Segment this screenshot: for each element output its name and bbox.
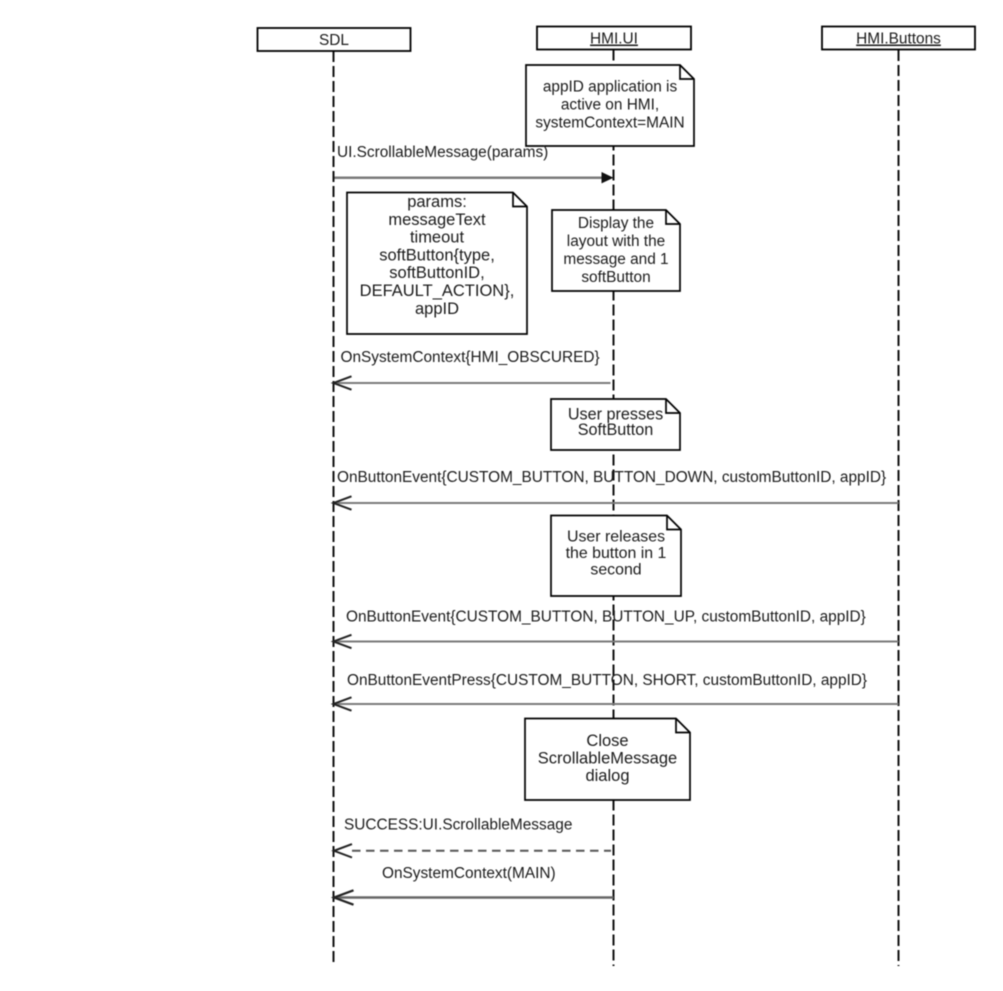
svg-text:softButtonID,: softButtonID, — [389, 264, 484, 282]
svg-text:layout with the: layout with the — [567, 233, 665, 250]
svg-text:active on HMI,: active on HMI, — [561, 97, 659, 114]
svg-text:params:: params: — [407, 193, 467, 211]
svg-text:ScrollableMessage: ScrollableMessage — [538, 750, 677, 768]
svg-text:SoftButton: SoftButton — [578, 421, 654, 439]
svg-text:OnButtonEvent{CUSTOM_BUTTON, B: OnButtonEvent{CUSTOM_BUTTON, BUTTON_UP, … — [346, 608, 866, 625]
svg-text:Close: Close — [586, 732, 628, 750]
svg-text:Display the: Display the — [578, 215, 654, 232]
svg-text:dialog: dialog — [585, 767, 629, 785]
svg-text:softButton{type,: softButton{type, — [379, 246, 495, 264]
svg-text:softButton: softButton — [581, 269, 650, 286]
svg-text:User presses: User presses — [568, 406, 663, 424]
svg-text:UI.ScrollableMessage(params): UI.ScrollableMessage(params) — [337, 144, 548, 161]
svg-text:appID application is: appID application is — [543, 79, 678, 96]
svg-text:appID: appID — [415, 300, 459, 318]
svg-text:DEFAULT_ACTION},: DEFAULT_ACTION}, — [360, 282, 515, 300]
svg-text:OnSystemContext{HMI_OBSCURED}: OnSystemContext{HMI_OBSCURED} — [341, 349, 600, 366]
svg-text:second: second — [590, 562, 641, 579]
svg-text:timeout: timeout — [410, 229, 465, 247]
svg-text:OnSystemContext(MAIN): OnSystemContext(MAIN) — [382, 865, 556, 882]
svg-text:messageText: messageText — [388, 211, 486, 229]
svg-text:User releases: User releases — [567, 529, 665, 546]
svg-text:SDL: SDL — [319, 32, 349, 49]
svg-text:OnButtonEventPress{CUSTOM_BUTT: OnButtonEventPress{CUSTOM_BUTTON, SHORT,… — [347, 672, 867, 689]
svg-text:systemContext=MAIN: systemContext=MAIN — [535, 115, 684, 132]
svg-text:SUCCESS:UI.ScrollableMessage: SUCCESS:UI.ScrollableMessage — [344, 817, 572, 834]
svg-text:the button in 1: the button in 1 — [566, 545, 667, 562]
svg-text:message and 1: message and 1 — [563, 251, 668, 268]
svg-text:HMI.Buttons: HMI.Buttons — [856, 31, 941, 48]
svg-text:HMI.UI: HMI.UI — [590, 31, 638, 48]
svg-text:OnButtonEvent{CUSTOM_BUTTON, B: OnButtonEvent{CUSTOM_BUTTON, BUTTON_DOWN… — [337, 469, 886, 486]
